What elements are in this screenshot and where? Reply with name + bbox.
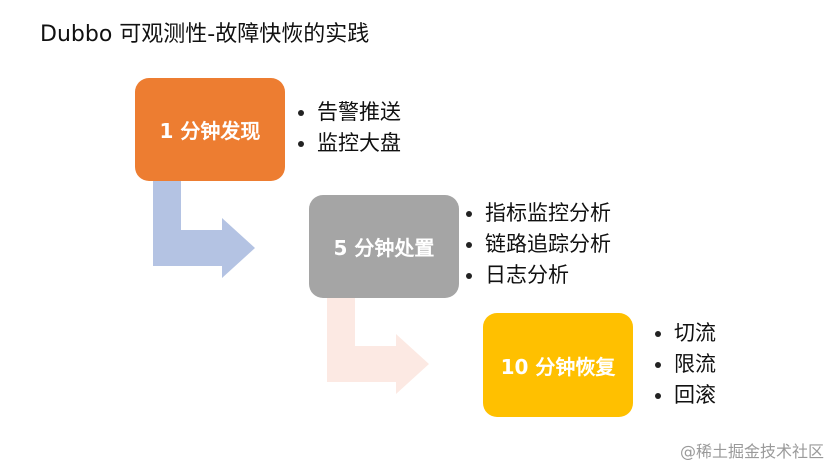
bullet-text: 监控大盘 [317, 131, 401, 155]
bullet-text: 链路追踪分析 [485, 232, 611, 256]
bullet-dot-icon [466, 272, 472, 279]
handle-bullet-list: 指标监控分析 链路追踪分析 日志分析 [466, 198, 611, 291]
step-recover-label: 10 分钟恢复 [500, 354, 616, 379]
bullet-text: 限流 [674, 352, 716, 376]
bullet-text: 切流 [674, 321, 716, 345]
step-recover-box: 10 分钟恢复 [483, 313, 633, 417]
bullet-item: 告警推送 [298, 97, 401, 128]
step-discover-label: 1 分钟发现 [159, 119, 261, 143]
watermark: @稀土掘金技术社区 [679, 442, 824, 461]
bullet-item: 日志分析 [466, 260, 611, 291]
bullet-dot-icon [655, 330, 661, 337]
page-title: Dubbo 可观测性-故障快恢的实践 [40, 22, 370, 47]
bullet-item: 切流 [655, 318, 716, 349]
discover-bullet-list: 告警推送 监控大盘 [298, 97, 401, 159]
bullet-text: 告警推送 [317, 100, 401, 124]
recover-bullet-list: 切流 限流 回滚 [655, 318, 716, 411]
bullet-item: 限流 [655, 349, 716, 380]
step-discover-box: 1 分钟发现 [135, 78, 285, 181]
bullet-dot-icon [298, 109, 304, 116]
bullet-item: 链路追踪分析 [466, 229, 611, 260]
bend-arrow-2 [327, 298, 429, 394]
bullet-item: 监控大盘 [298, 128, 401, 159]
step-handle-box: 5 分钟处置 [309, 195, 459, 298]
bullet-dot-icon [655, 392, 661, 399]
bullet-text: 日志分析 [485, 263, 569, 287]
bullet-dot-icon [466, 241, 472, 248]
bullet-dot-icon [655, 361, 661, 368]
bullet-text: 指标监控分析 [485, 201, 611, 225]
bullet-dot-icon [466, 210, 472, 217]
bullet-item: 指标监控分析 [466, 198, 611, 229]
bullet-text: 回滚 [674, 383, 716, 407]
step-handle-label: 5 分钟处置 [333, 236, 435, 260]
bend-arrow-1 [153, 181, 255, 278]
bullet-dot-icon [298, 140, 304, 147]
bullet-item: 回滚 [655, 380, 716, 411]
